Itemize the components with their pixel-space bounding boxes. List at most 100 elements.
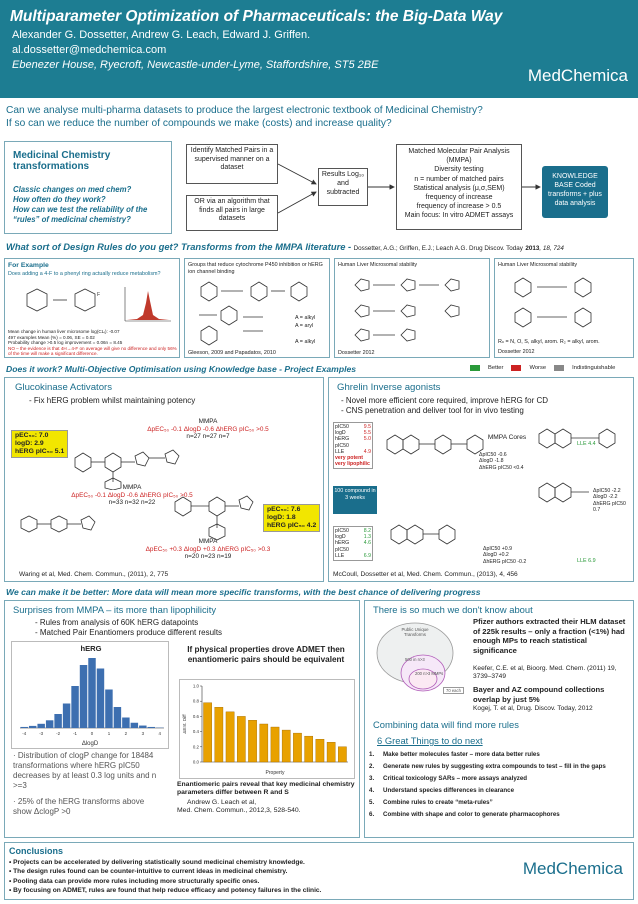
email[interactable]: al.dossetter@medchemica.com [12,44,167,56]
mpo-legend: Better Worse Indistinguishable [470,365,615,371]
gh-t1-val-2: 5.5 [363,430,371,437]
venn-label-70: 70 each [443,687,464,694]
authors: Alexander G. Dossetter, Andrew G. Leach,… [12,29,311,41]
results-box: Results Log₁₀ and subtracted [318,168,368,206]
gh-t2-label-1: pIC50 [335,528,349,534]
ghrelin-core-structures [538,428,616,503]
flow-arrows [277,163,541,214]
mpo-heading: Does it work? Multi-Objective Optimisati… [6,364,357,374]
hlm-note-2: Rₙ = N, O, S, alkyl, arom. R₂ = alkyl, a… [498,339,600,345]
mmpa-line-5: frequency of increase [425,194,493,202]
gk-prop2-herg: hERG pIC₅₀ 4.2 [267,522,317,529]
herg-observation-2: · 25% of the hERG transforms above show … [13,797,145,816]
gh-d2-1: ΔpIC50 -2.2 [593,488,621,494]
six-things-item-5: Combine rules to create “meta-rules” [383,799,493,806]
gh-t2-val-1: 8.2 [363,528,371,534]
intro-questions: Can we analyse multi-pharma datasets to … [6,104,632,130]
six-things-item: 2.Generate new rules by suggesting extra… [369,763,631,771]
hist-bar [88,658,96,728]
glucokinase-title: Glucokinase Activators [15,382,113,393]
address: Ebenezer House, Ryecroft, Newcastle-unde… [12,59,379,71]
gk-prop-herg: hERG pIC₅₀ 5.1 [15,448,65,455]
venn-diagram [376,622,454,692]
enantiomer-bar [259,723,269,763]
glucokinase-ref: Waring et al, Med. Chem. Commun., (2011)… [19,571,169,578]
gh-d2-3: ΔhERG pIC50 0.7 [593,500,626,514]
herg-observation-1: · Distribution of clogP change for 18484… [13,751,157,790]
example-stat-1: Mean change in human liver microsome log… [8,329,120,334]
example-stat-3: Probability change >0.5 log improvement … [8,340,123,345]
hlm-title-1: Human Liver Microsomal stability [338,262,418,268]
bayer-ref: Kogej, T. et al, Drug. Discov. Today, 20… [473,705,593,712]
hist-bar [105,689,113,728]
gk-mmpa-3-n: n=20 n=23 n=19 [184,553,232,561]
venn-label-public: Public Unique Transforms [401,627,429,638]
six-things-item-4: Understand species differences in cleara… [383,787,515,794]
gh-d3-2: ΔlogD +0.2 [483,552,509,559]
gk-mmpa-1-delta: ΔpEC₅₀ -0.1 ΔlogD -0.6 ΔhERG pIC₅₀ >0.5 [147,425,269,433]
gk-mmpa-1: MMPA ΔpEC₅₀ -0.1 ΔlogD -0.6 ΔhERG pIC₅₀ … [133,418,283,441]
example-title: For Example [8,262,49,269]
poster-title: Multiparameter Optimization of Pharmaceu… [10,8,503,25]
gk-mmpa-3: MMPA ΔpEC₅₀ +0.3 ΔlogD +0.3 ΔhERG pIC₅₀ … [123,538,293,561]
mmpa-line-4: Statistical analysis (μ,σ,SEM) [413,184,505,192]
hist-tick-label: 0 [91,731,94,736]
combining-title: Combining data will find more rules [373,719,519,730]
enantiomer-bar [214,707,224,763]
cyp-label-3: A = alkyl [295,339,316,345]
hist-tick-label: 4 [159,731,162,736]
hlm-title-2: Human Liver Microsomal stability [498,262,578,268]
hist-bar [130,722,139,728]
surprises-panel: Surprises from MMPA – its more than lipo… [4,600,360,838]
hist-bar [113,707,122,728]
gk-structure-3 [174,495,254,541]
gk-structure-2 [20,515,96,533]
gh-t1-label-1: pIC50 [335,424,349,430]
enantiomer-finding: Enantiomeric pairs reveal that key medic… [177,781,355,797]
pfizer-finding: Pfizer authors extracted their HLM datas… [473,617,626,655]
gh-t2-val-2: 1.3 [363,534,371,541]
enantiomer-bar [248,720,257,763]
design-ref-tail: , 18, 724 [539,245,564,252]
hist-tick-label: -1 [73,731,77,736]
example-question: Does adding a 4-F to a phenyl ring actua… [8,271,161,277]
enantiomer-bar [225,711,235,763]
hist-x-label: ΔlogD [82,741,99,747]
bayer-finding: Bayer and AZ compound collections overla… [473,685,605,704]
ghrelin-structure-2 [390,524,456,545]
gh-t1-label-2: logD [335,430,346,437]
gh-d1-3: ΔhERG pIC50 <0.4 [479,464,524,471]
ghrelin-lle-2: LLE 6.9 [577,558,596,564]
gk-prop-pec50: pEC₅₀: 7.0 [15,432,49,439]
gk-mmpa-2-label: MMPA [122,484,142,491]
conclusion-2: • The design rules found can be counter-… [9,868,288,876]
six-things-title: 6 Great Things to do next [377,735,483,746]
gh-t2-val-3: 4.6 [363,540,371,547]
conclusion-4: • By focusing on ADMET, rules are found … [9,887,322,895]
bar-y-tick-label: 0.0 [193,760,200,765]
enantiomer-bar [315,739,325,763]
bar-y-tick-label: 0.8 [193,699,200,704]
legend-indistinguishable: Indistinguishable [572,365,616,371]
design-heading-text: What sort of Design Rules do you get? Tr… [6,241,352,252]
med-chem-box: Medicinal Chemistry transformations Clas… [4,141,172,234]
unknown-title: There is so much we don't know about [373,604,533,615]
ghrelin-bullet-1: - Novel more efficient core required, im… [341,396,549,405]
ghrelin-lle-1: LLE 4.4 [577,441,596,447]
gh-d3-1: ΔpIC50 +0.9 [483,546,512,552]
six-things-item: 3.Critical toxicology SARs – more assays… [369,775,528,782]
mmpa-box: Matched Molecular Pair Analysis (MMPA) D… [396,144,522,230]
algorithm-box: OR via an algorithm that finds all pairs… [186,195,278,231]
mmpa-line-3: n = number of matched pairs [414,175,504,183]
gh-d1-1: ΔpIC50 -0.6 [479,452,507,458]
hlm-ref-2: Dossetter 2012 [498,349,535,355]
gk-mmpa-1-label: MMPA [198,418,218,425]
gh-t1-label-4: LLE [335,448,345,455]
bar-y-tick-label: 0.4 [193,729,200,734]
ghrelin-ref: McCoull, Dossetter et al, Med. Chem. Com… [333,571,518,578]
surprises-title: Surprises from MMPA – its more than lipo… [13,604,217,615]
conclusions-brand: MedChemica [522,859,623,878]
conclusions-panel: Conclusions • Projects can be accelerate… [4,842,634,900]
six-things-item: 5.Combine rules to create “meta-rules” [369,799,493,806]
